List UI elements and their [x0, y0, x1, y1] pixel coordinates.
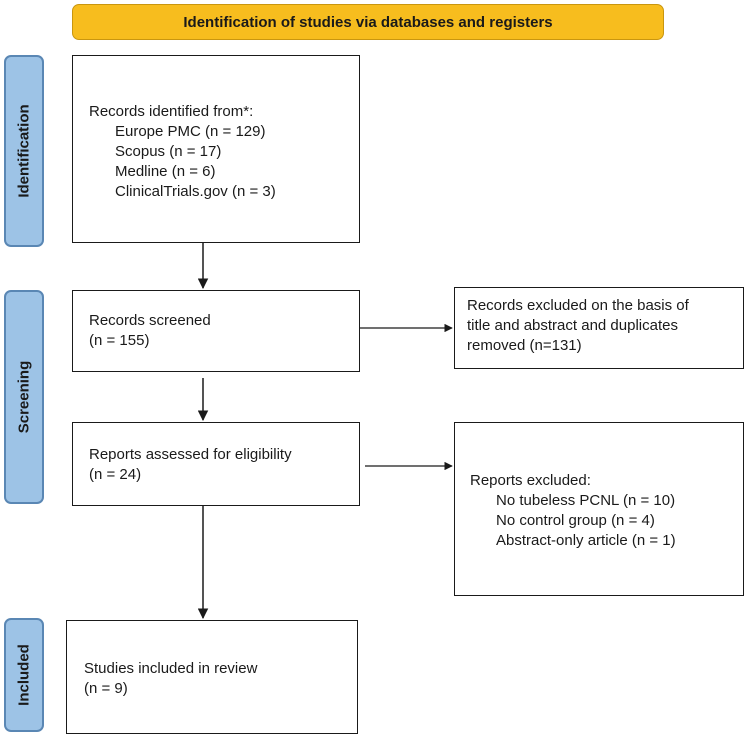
records-excluded-box: Records excluded on the basis of title a…: [454, 287, 744, 369]
source-item: ClinicalTrials.gov (n = 3): [115, 183, 276, 200]
reports-assessed-count: (n = 24): [89, 466, 142, 483]
exclusion-reason: Abstract-only article (n = 1): [496, 532, 676, 549]
exclusion-reason: No tubeless PCNL (n = 10): [496, 492, 676, 509]
records-identified-heading: Records identified from*:: [89, 103, 254, 120]
source-item: Medline (n = 6): [115, 163, 216, 180]
studies-included-count: (n = 9): [84, 680, 128, 697]
phase-screening: Screening: [4, 290, 44, 504]
studies-included-label: Studies included in review: [84, 660, 258, 677]
header-banner: Identification of studies via databases …: [72, 4, 664, 40]
reports-excluded-heading: Reports excluded:: [470, 472, 591, 489]
reports-excluded-box: Reports excluded: No tubeless PCNL (n = …: [454, 422, 744, 596]
reports-assessed-box: Reports assessed for eligibility (n = 24…: [72, 422, 360, 506]
records-excluded-line: Records excluded on the basis of: [467, 297, 689, 314]
exclusion-reason: No control group (n = 4): [496, 512, 655, 529]
records-excluded-line: title and abstract and duplicates: [467, 317, 678, 334]
records-identified-box: Records identified from*: Europe PMC (n …: [72, 55, 360, 243]
studies-included-box: Studies included in review (n = 9): [66, 620, 358, 734]
header-title: Identification of studies via databases …: [183, 13, 553, 31]
records-screened-box: Records screened (n = 155): [72, 290, 360, 372]
phase-identification: Identification: [4, 55, 44, 247]
source-item: Europe PMC (n = 129): [115, 123, 266, 140]
records-screened-count: (n = 155): [89, 332, 150, 349]
source-item: Scopus (n = 17): [115, 143, 222, 160]
reports-assessed-label: Reports assessed for eligibility: [89, 446, 292, 463]
phase-included: Included: [4, 618, 44, 732]
records-excluded-line: removed (n=131): [467, 337, 582, 354]
records-screened-label: Records screened: [89, 312, 211, 329]
